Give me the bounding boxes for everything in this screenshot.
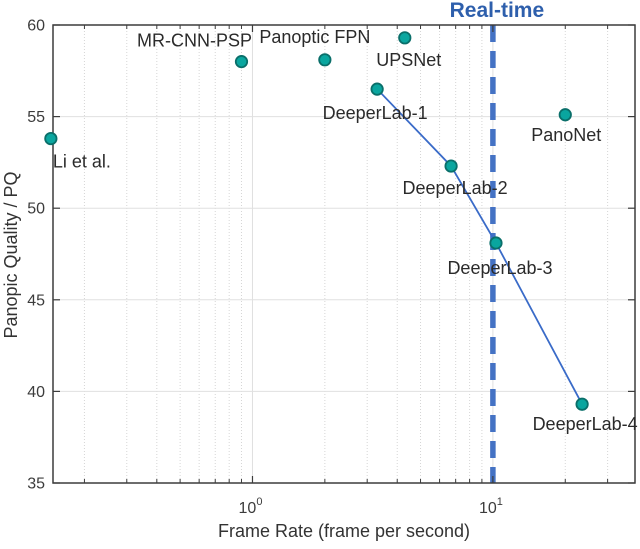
data-point-marker-upsnet [398, 31, 412, 45]
data-point-label-li-et-al: Li et al. [53, 152, 111, 172]
data-point-marker-deeperlab-2 [444, 159, 458, 173]
data-point-label-deeperlab-4: DeeperLab-4 [533, 414, 638, 434]
data-point-label-deeperlab-2: DeeperLab-2 [403, 178, 508, 198]
x-tick-label: 100 [239, 496, 263, 517]
data-point-marker-deeperlab-3 [489, 236, 503, 250]
realtime-annotation: Real-time [449, 0, 545, 22]
y-tick-label: 55 [27, 109, 45, 126]
y-tick-label: 40 [27, 384, 45, 401]
data-point-marker-panoptic-fpn [318, 53, 332, 67]
plot-border [52, 24, 636, 484]
data-point-label-deeperlab-1: DeeperLab-1 [323, 103, 428, 123]
x-tick-label: 101 [479, 496, 503, 517]
y-tick-label: 35 [27, 476, 45, 493]
data-point-label-upsnet: UPSNet [376, 50, 441, 70]
data-point-marker-li-et-al [44, 131, 58, 146]
data-point-marker-mr-cnn-psp [234, 55, 249, 69]
data-point-marker-deeperlab-4 [575, 397, 589, 411]
data-point-marker-deeperlab-1 [370, 82, 384, 96]
y-axis-title: Panopic Quality / PQ [1, 171, 21, 339]
data-point-label-panoptic-fpn: Panoptic FPN [259, 27, 370, 47]
y-tick-label: 45 [27, 292, 45, 309]
y-tick-label: 60 [27, 18, 45, 35]
y-tick-label: 50 [27, 201, 45, 218]
data-point-marker-panonet [558, 108, 572, 122]
data-point-label-deeperlab-3: DeeperLab-3 [447, 258, 552, 278]
data-point-label-mr-cnn-psp: MR-CNN-PSP [137, 31, 252, 51]
data-point-label-panonet: PanoNet [531, 125, 601, 145]
x-axis-title: Frame Rate (frame per second) [217, 521, 471, 541]
series-line-deeperlab [376, 88, 583, 405]
